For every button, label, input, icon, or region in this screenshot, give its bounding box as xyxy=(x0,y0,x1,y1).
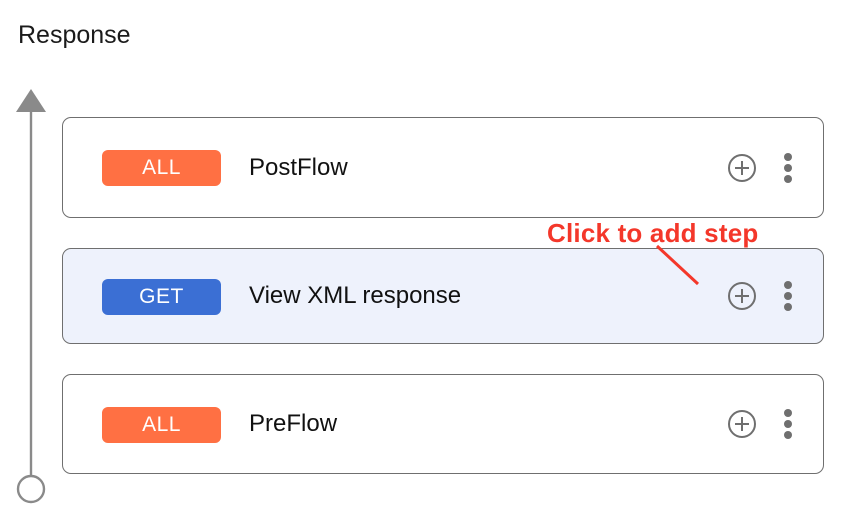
flow-row-label: View XML response xyxy=(249,282,462,309)
plus-circle-icon[interactable] xyxy=(727,281,757,311)
flow-row-actions xyxy=(727,409,797,439)
flow-row-view-xml-response[interactable]: GET View XML response xyxy=(62,248,824,344)
plus-circle-icon[interactable] xyxy=(727,409,757,439)
method-badge-all: ALL xyxy=(102,407,221,443)
flow-row-postflow[interactable]: ALL PostFlow xyxy=(62,117,824,218)
kebab-menu-icon[interactable] xyxy=(779,409,797,439)
timeline-arrow-icon xyxy=(16,89,46,112)
timeline-endpoint-circle-icon xyxy=(16,474,46,504)
flow-row-label: PreFlow xyxy=(249,410,338,437)
method-badge-all: ALL xyxy=(102,150,221,186)
flow-row-actions xyxy=(727,281,797,311)
kebab-menu-icon[interactable] xyxy=(779,152,797,183)
plus-circle-icon[interactable] xyxy=(727,153,757,183)
flow-row-label: PostFlow xyxy=(249,153,348,181)
kebab-menu-icon[interactable] xyxy=(779,281,797,311)
flow-step-list: ALL PostFlow GET View XML response xyxy=(62,117,824,474)
method-badge-get: GET xyxy=(102,279,221,315)
flow-row-actions xyxy=(727,152,797,183)
annotation-label: Click to add step xyxy=(547,218,759,248)
flow-row-preflow[interactable]: ALL PreFlow xyxy=(62,374,824,474)
flow-direction-timeline xyxy=(16,89,46,504)
page-title: Response xyxy=(18,21,131,49)
